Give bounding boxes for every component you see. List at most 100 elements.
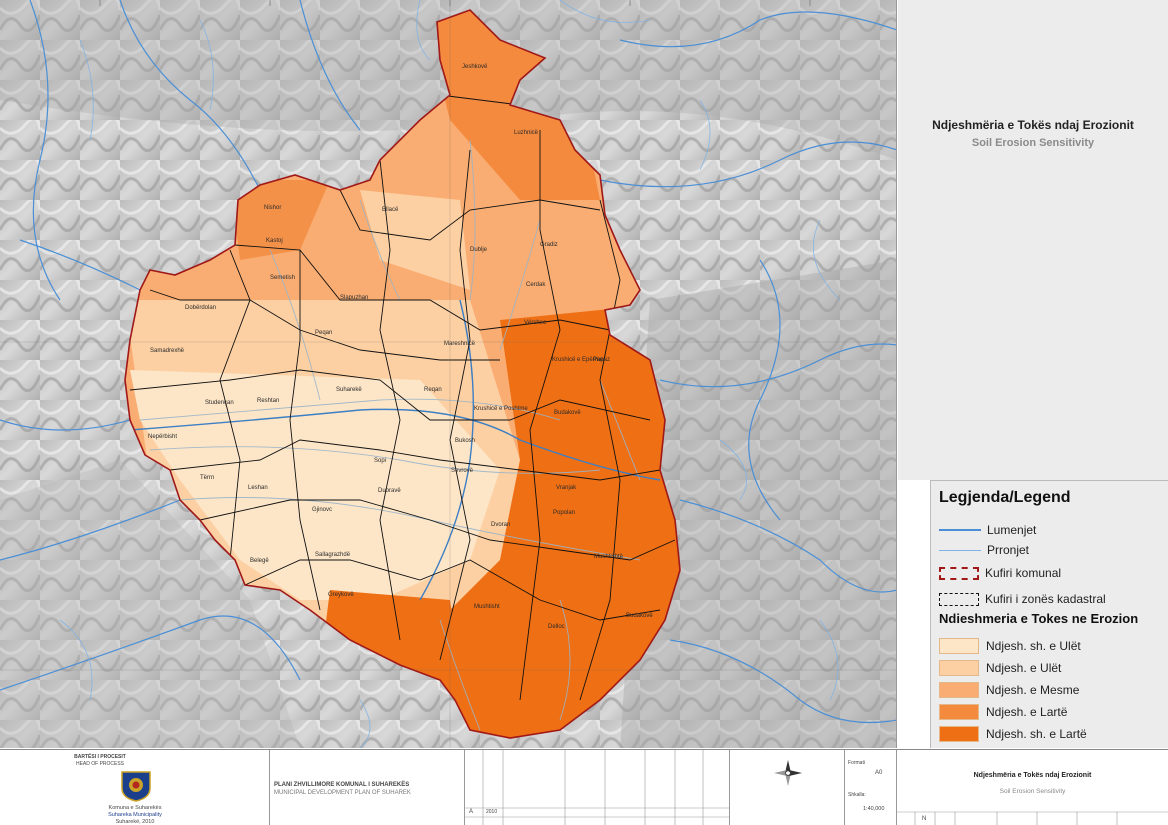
place-label: Gradiz [540,242,558,248]
plan-cell: PLANI ZHVILLIMORE KOMUNAL I SUHAREKËS MU… [270,750,465,825]
place-label: Dubravë [378,488,401,494]
place-label: Sopi [374,458,387,464]
revision-grid [465,750,730,825]
rivers-inside [129,299,661,601]
place-label: Papaz [593,357,611,363]
legend-label: Kufiri i zonës kadastral [985,592,1106,606]
place-label: Cerdak [526,282,546,288]
place-label: Semetish [270,275,296,281]
map-grid [0,0,896,748]
sheet-subtitle: Soil Erosion Sensitivity [999,788,1066,795]
map-title-panel: Ndjeshmëria e Tokës ndaj Erozionit Soil … [898,0,1168,480]
legend-swatch [939,726,979,742]
place-label: Mushtishtë [594,554,624,560]
place-label: Dvoran [491,522,511,528]
map-title: Ndjeshmëria e Tokës ndaj Erozionit [932,118,1134,132]
format-cell: Formati A0 Shkalla: 1:40,000 [845,750,897,825]
streams-outside [59,0,841,748]
place-label: Belegë [250,558,269,564]
title-block: BARTËSI I PROCESIT HEAD OF PROCESS Komun… [0,749,1168,825]
place-label: Jeshkovë [462,64,488,70]
legend-class-item: Ndjesh. e Ulët [939,659,1061,677]
place-label: Studençan [205,400,234,406]
place-label: Bllacë [382,207,399,213]
municipal-border [124,9,681,739]
place-label: Reshtan [257,398,280,404]
revision-row-letter: A [469,809,474,815]
place-label: Vranjak [556,485,577,491]
legend-class-label: Ndjesh. e Lartë [986,705,1068,719]
place-label: Samadrexhë [150,348,185,354]
legend-label: Lumenjet [987,523,1037,537]
place-label: Delloc [548,624,565,630]
legend-title: Legjenda/Legend [939,489,1071,506]
place-label: Suharekë [336,387,362,393]
north-letter: N [922,816,927,822]
compass-cell [730,750,845,825]
legend-class-label: Ndjesh. sh. e Lartë [986,727,1087,741]
format-label: Formati [848,760,865,766]
legend-swatch [939,682,979,698]
municipality-name: Komuna e Suharekës [108,805,162,811]
legend-item-streams: Prronjet [939,541,1029,559]
municipality-name-en: Suhareka Municipality [108,812,162,818]
place-label: Greykovë [328,592,354,598]
legend-label: Prronjet [987,543,1030,557]
municipal-border-icon [939,566,979,580]
scale-value: 1:40,000 [863,806,885,812]
place-label: Dublje [470,247,488,253]
place-label: Tërrn [200,475,215,481]
place-label: Peqan [315,330,333,336]
rivers-outside [0,0,896,724]
map-subtitle: Soil Erosion Sensitivity [971,137,1095,149]
plan-title: PLANI ZHVILLIMORE KOMUNAL I SUHAREKËS [274,782,410,788]
legend-swatch [939,704,979,720]
legend-class-label: Ndjesh. e Ulët [986,661,1062,675]
legend-item-rivers: Lumenjet [939,521,1036,539]
revision-row-year: 2010 [486,809,498,815]
place-label: Nepërbisht [148,434,178,440]
format-value: A0 [875,770,883,776]
place-label: Vërshec [524,320,547,326]
legend-category-title: Ndieshmeria e Tokes ne Erozion [939,611,1139,626]
legend-class-item: Ndjesh. sh. e Ulët [939,637,1081,655]
map-canvas [0,0,896,748]
legend-swatch [939,638,979,654]
place-label: Sevrovë [451,468,474,474]
place-label: Mushtisht [474,604,500,610]
org-cell: BARTËSI I PROCESIT HEAD OF PROCESS Komun… [0,750,270,825]
legend-class-label: Ndjesh. sh. e Ulët [986,639,1081,653]
place-label: Dobërdolan [185,305,217,311]
municipality-place: Suharekë, 2010 [115,819,155,825]
place-label: Bukosh [455,438,476,444]
org-header-en: HEAD OF PROCESS [75,761,125,767]
place-label: Slapuzhan [340,295,369,301]
legend-class-item: Ndjesh. e Lartë [939,703,1067,721]
municipality-emblem-icon [121,771,151,802]
plan-title-en: MUNICIPAL DEVELOPMENT PLAN OF SUHAREK [274,790,411,796]
stream-line-icon [939,549,981,551]
legend-class-item: Ndjesh. sh. e Lartë [939,725,1087,743]
legend-swatch [939,660,979,676]
legend-class-label: Ndjesh. e Mesme [986,683,1080,697]
legend-item-cadastral-border: Kufiri i zonës kadastral [939,590,1106,608]
river-line-icon [939,529,981,531]
legend-label: Kufiri komunal [985,566,1062,580]
place-label: Budakovë [554,410,581,416]
sheet-title-cell: Ndjeshmëria e Tokës ndaj Erozionit Soil … [897,750,1168,825]
legend-item-municipal-border: Kufiri komunal [939,564,1061,582]
place-label: Krushicë e Poshtme [474,406,528,412]
place-label: Budakovë [626,613,653,619]
place-label: Reqan [424,387,442,393]
place-label: Leshan [248,485,268,491]
legend: Legjenda/Legend Lumenjet Prronjet Kufiri… [930,480,1168,748]
place-label: Kastoj [266,238,283,244]
place-label: Popolan [553,510,576,516]
place-label: Mareshnicë [444,341,476,347]
legend-class-item: Ndjesh. e Mesme [939,681,1079,699]
north-arrow-icon [774,760,802,786]
sheet-title: Ndjeshmëria e Tokës ndaj Erozionit [973,772,1092,779]
place-label: Nishor [264,205,282,211]
scale-label: Shkalla: [848,792,866,798]
